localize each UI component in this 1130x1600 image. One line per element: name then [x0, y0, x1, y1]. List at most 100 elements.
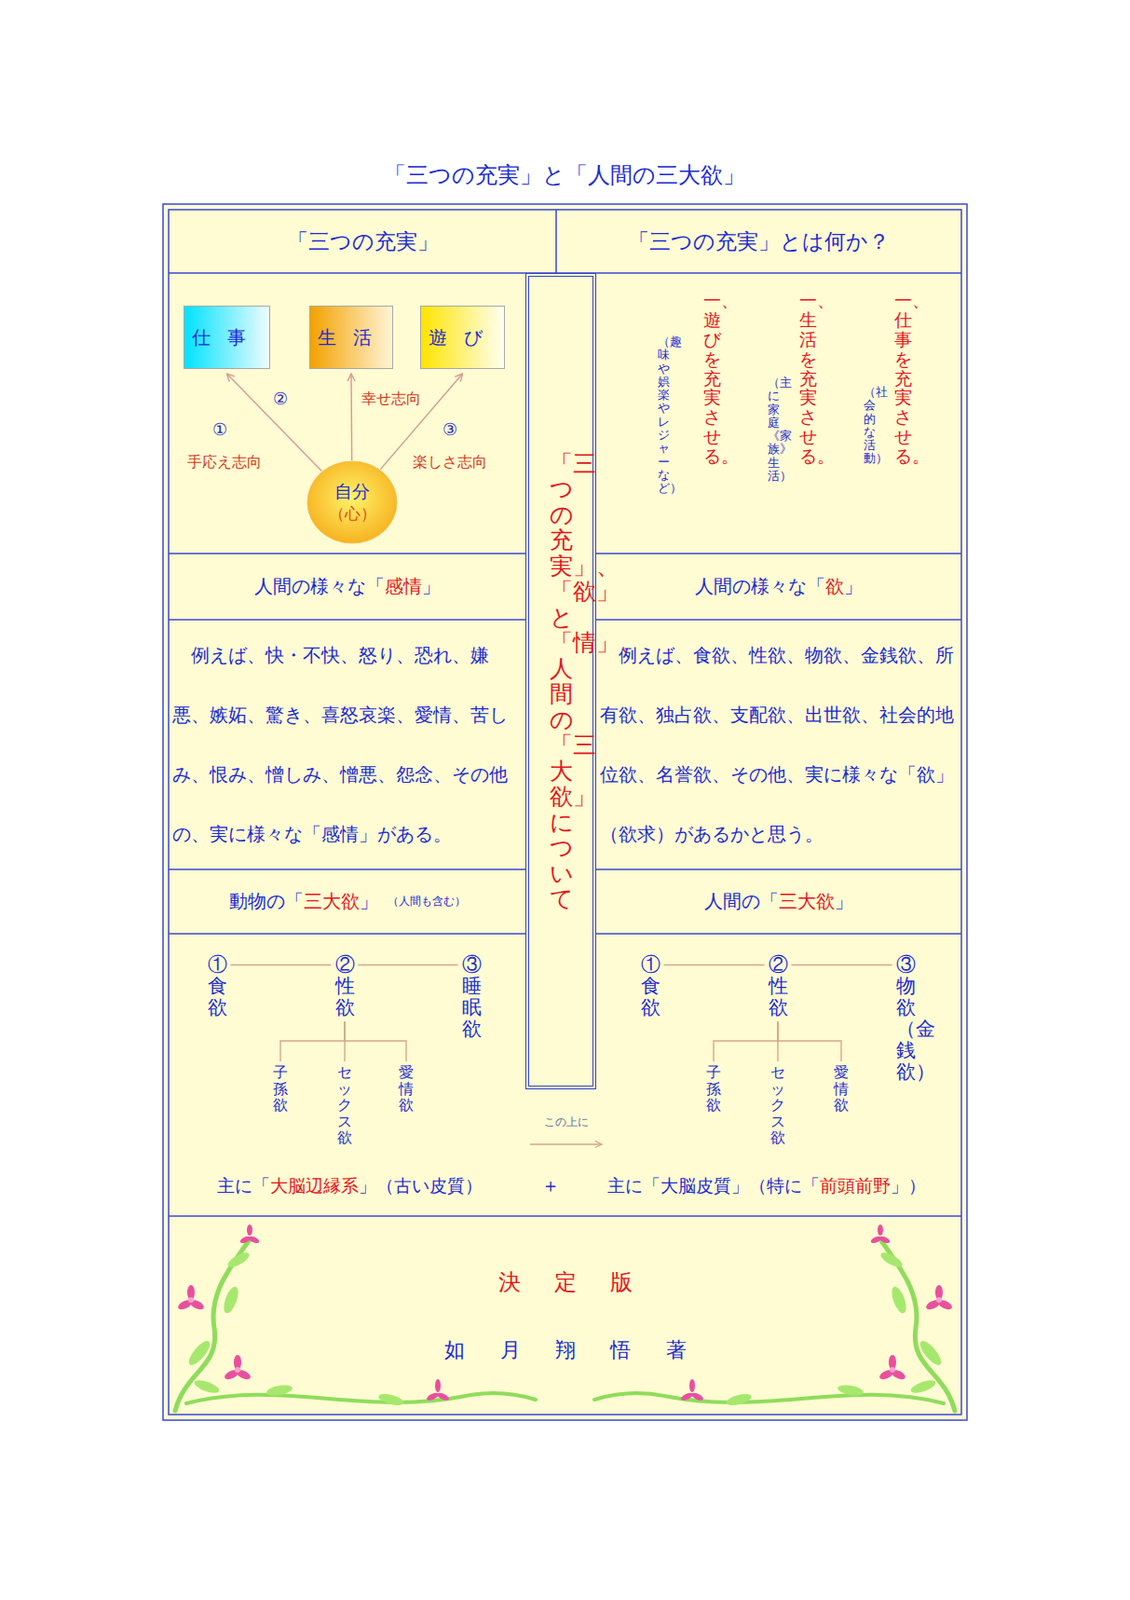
leaf: [192, 1377, 221, 1396]
item-text: ②性欲: [335, 953, 355, 1019]
self-circle-shape: [306, 460, 398, 545]
petal: [435, 1390, 450, 1402]
grid-line: [555, 209, 558, 273]
text-run: 主に: [607, 1174, 643, 1196]
self-circle: 自分（心）: [306, 460, 398, 545]
tree-connector: [231, 964, 332, 966]
body-text: 例えば、快・不快、怒り、恐れ、嫌悪、嫉妬、驚き、喜怒哀楽、愛情、苦しみ、恨み、憎…: [172, 625, 522, 864]
callout-number: ②: [272, 388, 288, 409]
diagram-title: 「三つの充実」と「人間の三大欲」: [383, 162, 746, 190]
node-text: （社会的な活動）: [863, 385, 876, 466]
flower: [223, 1354, 253, 1381]
desire-item: ②性欲: [335, 953, 355, 1019]
item-text: ③物欲（金銭欲）: [896, 953, 916, 1084]
node-text: 一、仕事を充実させる。: [894, 290, 913, 466]
text-cell: 例えば、食欲、性欲、物欲、金銭欲、所有欲、独占欲、支配欲、出世欲、社会的地位欲、…: [596, 619, 962, 870]
grid-line: [596, 868, 962, 871]
text-run: 「大脳皮質」: [642, 1174, 749, 1196]
flower-center: [188, 1296, 194, 1303]
tree-connector: [791, 964, 893, 966]
tree-connector: [713, 1021, 778, 1062]
item-text: セックス欲: [337, 1063, 353, 1146]
node-text: 動物の「三大欲」: [229, 888, 379, 914]
item-text: 子孫欲: [272, 1063, 288, 1114]
grid-line: [168, 932, 526, 935]
category-box: 遊び: [420, 305, 505, 369]
node-text: 「三つの充実」とは何か？: [627, 227, 890, 257]
table-grid: [168, 209, 962, 1216]
continuation-arrow: [530, 1143, 602, 1144]
text-run: （古い皮質）: [376, 1174, 483, 1196]
item-text: ①食欲: [640, 953, 661, 1019]
node-text: 自分: [334, 479, 370, 504]
tree-connector: [344, 1021, 407, 1062]
arrow-note: この上に: [544, 1115, 589, 1129]
node-text: （心）: [328, 503, 377, 525]
text-run: 「: [285, 889, 304, 913]
text-run: ）: [908, 1174, 926, 1196]
node-text: （趣味や娯楽やレジャーなど）: [657, 335, 670, 496]
text-run: 三大欲: [303, 889, 360, 913]
petal: [247, 1234, 260, 1245]
self-circle-outline: [307, 461, 397, 544]
text-run: 人間の様々な: [694, 574, 807, 598]
section-header: 動物の「三大欲」 （人間も含む）: [168, 869, 526, 934]
grid-line: [596, 932, 962, 935]
node-text: 一、生活を充実させる。: [799, 290, 817, 466]
text-run: 「: [802, 1174, 820, 1196]
grid-line: [168, 552, 526, 555]
text-run: 感情: [384, 574, 423, 598]
text-run: 人間の様々な: [254, 574, 367, 598]
flower-ornament: [594, 1224, 955, 1411]
item-text: 愛情欲: [398, 1063, 414, 1114]
tree-connector: [664, 964, 765, 966]
orientation-arrow: [350, 373, 353, 461]
node-text: 「三つの充実」、「欲」と「情」、人間の「三大欲」について: [549, 450, 573, 913]
desire-item: ②性欲: [768, 953, 789, 1019]
grid-line: [168, 1214, 962, 1217]
tree-connector: [358, 964, 459, 966]
node-text: （主に家庭《家族》生活）: [767, 376, 780, 483]
grid-line: [596, 552, 962, 555]
node-text: 一、遊びを充実させる。: [703, 290, 722, 466]
flower: [239, 1224, 261, 1245]
text-run: 前頭前野: [819, 1174, 891, 1196]
flower-ornament: [175, 1224, 536, 1411]
node-text: 人間の様々な「感情」: [254, 573, 441, 600]
leaf: [265, 1383, 293, 1398]
flower: [425, 1378, 450, 1402]
plus-sign: ＋: [541, 1173, 560, 1197]
item-text: 子孫欲: [706, 1063, 722, 1114]
text-run: 」: [890, 1174, 909, 1196]
text-run: 動物の: [229, 889, 286, 913]
edition-mark: 決定版: [464, 1268, 667, 1296]
header-cell: 「三つの充実」とは何か？: [556, 209, 962, 273]
item-text: セックス欲: [770, 1063, 786, 1146]
desire-item: ③睡眠欲: [462, 953, 482, 1040]
text-run: 欲: [825, 574, 845, 598]
text-run: 」: [359, 889, 379, 913]
text-run: 人間の: [704, 889, 761, 913]
text-run: 「: [366, 574, 385, 598]
brain-note: 主に「大脳皮質」（特に「前頭前野」）: [607, 1174, 926, 1197]
text-run: 」: [422, 574, 441, 598]
item-text: 愛情欲: [833, 1063, 849, 1114]
category-box: 仕事: [183, 305, 271, 369]
callout-number: ③: [442, 419, 458, 440]
section-header: 人間の様々な「欲」: [596, 553, 962, 620]
callout-number: ①: [212, 419, 228, 440]
tree-connector: [777, 1021, 842, 1062]
node-text: 人間の「三大欲」: [704, 888, 854, 914]
text-run: 三大欲: [778, 889, 835, 913]
section-header: 人間の様々な「感情」: [168, 553, 526, 620]
flower-center: [234, 1366, 241, 1373]
body-text: 例えば、食欲、性欲、物欲、金銭欲、所有欲、独占欲、支配欲、出世欲、社会的地位欲、…: [599, 625, 958, 864]
node-text: 仕事: [191, 325, 263, 351]
node-text: （人間も含む）: [387, 893, 466, 910]
text-run: 」: [844, 574, 863, 598]
leaf: [220, 1284, 242, 1315]
sub-desire-item: 子孫欲: [706, 1063, 722, 1114]
petal: [435, 1378, 441, 1392]
node-text: 人間の様々な「欲」: [694, 573, 863, 600]
